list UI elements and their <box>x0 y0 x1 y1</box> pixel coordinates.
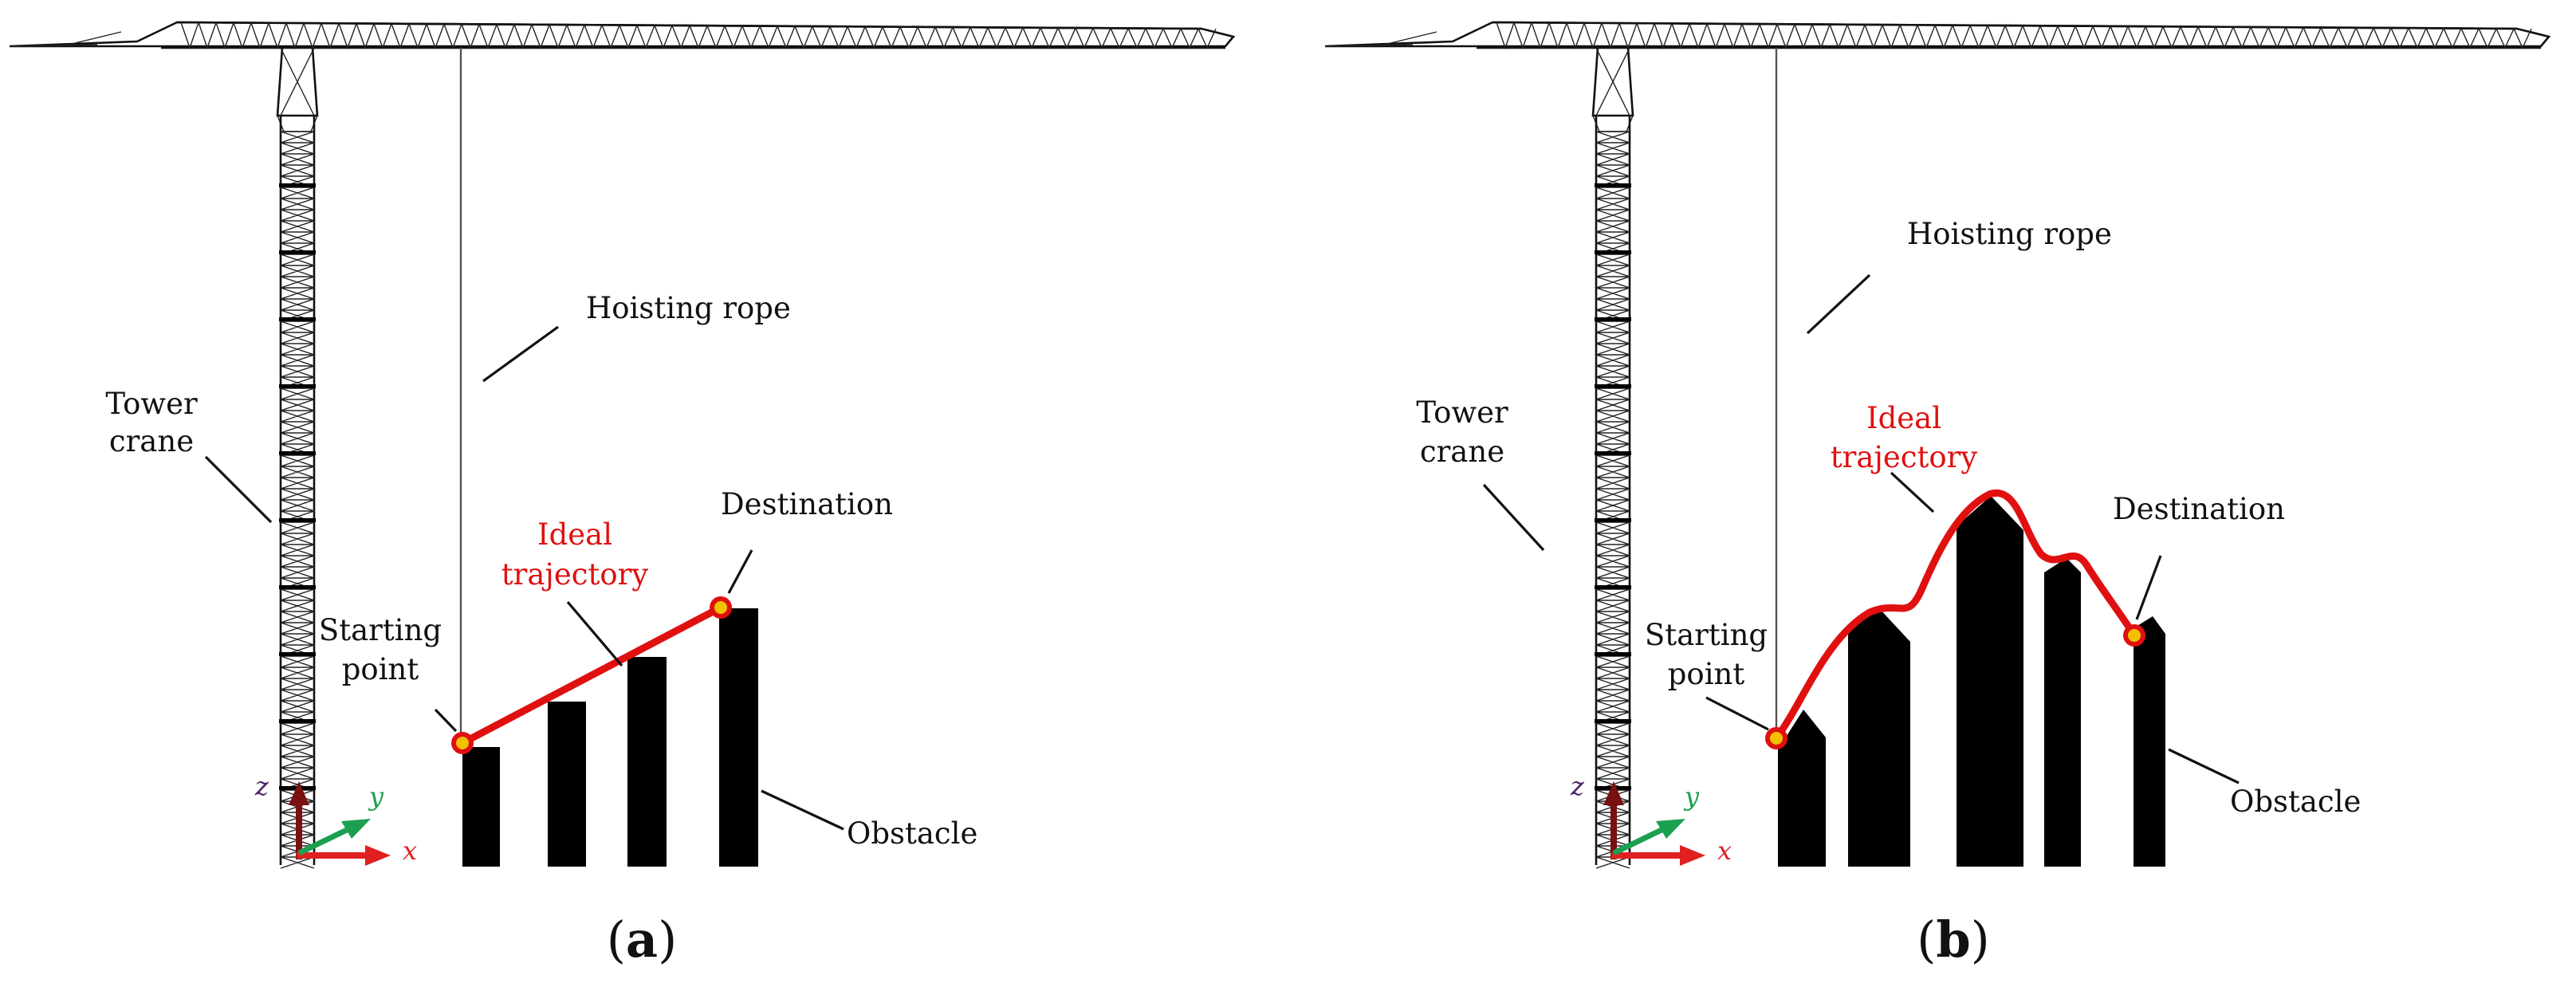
leader-destination <box>2135 555 2162 620</box>
tower-crane <box>1324 21 2551 869</box>
obstacle-block <box>2044 558 2081 867</box>
leader-rope <box>1806 273 1871 335</box>
tower-label: Tower <box>1416 395 1508 430</box>
obstacle-block <box>1957 496 2023 867</box>
leader-trajectory <box>1890 471 1935 513</box>
z-axis-arrow <box>1603 781 1624 805</box>
tower-label: crane <box>1420 435 1504 469</box>
rope-label: Hoisting rope <box>1907 217 2112 251</box>
trajectory-label: Ideal <box>1866 401 1941 435</box>
obstacle-block <box>462 747 500 867</box>
start-label: Starting <box>319 613 442 647</box>
z-axis-label: z <box>1570 771 1585 801</box>
leader-obstacle <box>2168 748 2240 784</box>
obstacle-block <box>2134 616 2165 867</box>
tower-label: crane <box>109 424 194 458</box>
obstacle-block <box>627 657 667 867</box>
leader-start <box>434 708 458 733</box>
coordinate-axes: z y x <box>254 771 417 866</box>
leader-start <box>1705 696 1769 731</box>
obstacles <box>462 608 758 867</box>
rope-label: Hoisting rope <box>586 291 791 325</box>
leader-trajectory <box>566 600 623 667</box>
destination-marker <box>2123 624 2145 647</box>
panel-b: Tower crane Hoisting rope Ideal trajecto… <box>1324 21 2551 969</box>
ideal-trajectory <box>1772 489 2138 742</box>
y-axis-label: y <box>1683 781 1700 812</box>
y-axis <box>297 826 350 856</box>
tower-label: Tower <box>105 387 198 421</box>
destination-label: Destination <box>2113 492 2285 526</box>
crane-tower-head <box>1591 47 1634 132</box>
start-label: point <box>342 652 419 686</box>
obstacle-block <box>719 608 758 867</box>
start-label: point <box>1668 657 1745 691</box>
start-label: Starting <box>1645 618 1768 652</box>
ideal-trajectory <box>458 604 725 747</box>
leader-obstacle <box>761 789 844 831</box>
x-axis-label: x <box>403 836 417 866</box>
x-axis-arrow <box>1680 845 1705 866</box>
tower-crane <box>9 21 1236 869</box>
leader-rope <box>482 325 559 383</box>
crane-tower-head <box>276 47 319 132</box>
leader-tower <box>1482 483 1545 552</box>
trajectory-label: trajectory <box>1831 440 1978 474</box>
y-axis-arrow <box>1656 819 1685 839</box>
panel-caption: (a) <box>607 910 678 969</box>
crane-tower-mast <box>279 116 316 869</box>
start-marker <box>451 732 474 754</box>
x-axis-label: x <box>1717 836 1732 866</box>
obstacle-block <box>1848 608 1910 867</box>
leader-destination <box>727 549 753 594</box>
y-axis <box>1612 826 1665 856</box>
y-axis-arrow <box>341 819 371 839</box>
x-axis-arrow <box>365 845 391 866</box>
start-marker <box>1765 727 1787 749</box>
leader-tower <box>204 455 273 524</box>
y-axis-label: y <box>368 781 384 812</box>
crane-jib <box>9 21 1236 50</box>
crane-jib <box>1324 21 2551 50</box>
crane-tower-mast <box>1595 116 1631 869</box>
z-axis-arrow <box>289 781 309 805</box>
destination-marker <box>710 596 732 619</box>
obstacles <box>1778 496 2165 867</box>
z-axis-label: z <box>254 771 269 801</box>
obstacle-block <box>548 702 586 867</box>
trajectory-label: trajectory <box>501 557 649 592</box>
trajectory-label: Ideal <box>537 517 612 552</box>
coordinate-axes: z y x <box>1570 771 1732 866</box>
obstacle-label: Obstacle <box>2230 784 2361 819</box>
obstacle-block <box>1778 710 1826 867</box>
panel-a: Tower crane Hoisting rope Ideal trajecto… <box>9 21 1236 969</box>
destination-label: Destination <box>721 487 893 521</box>
obstacle-label: Obstacle <box>847 816 977 851</box>
panel-caption: (b) <box>1917 910 1990 969</box>
